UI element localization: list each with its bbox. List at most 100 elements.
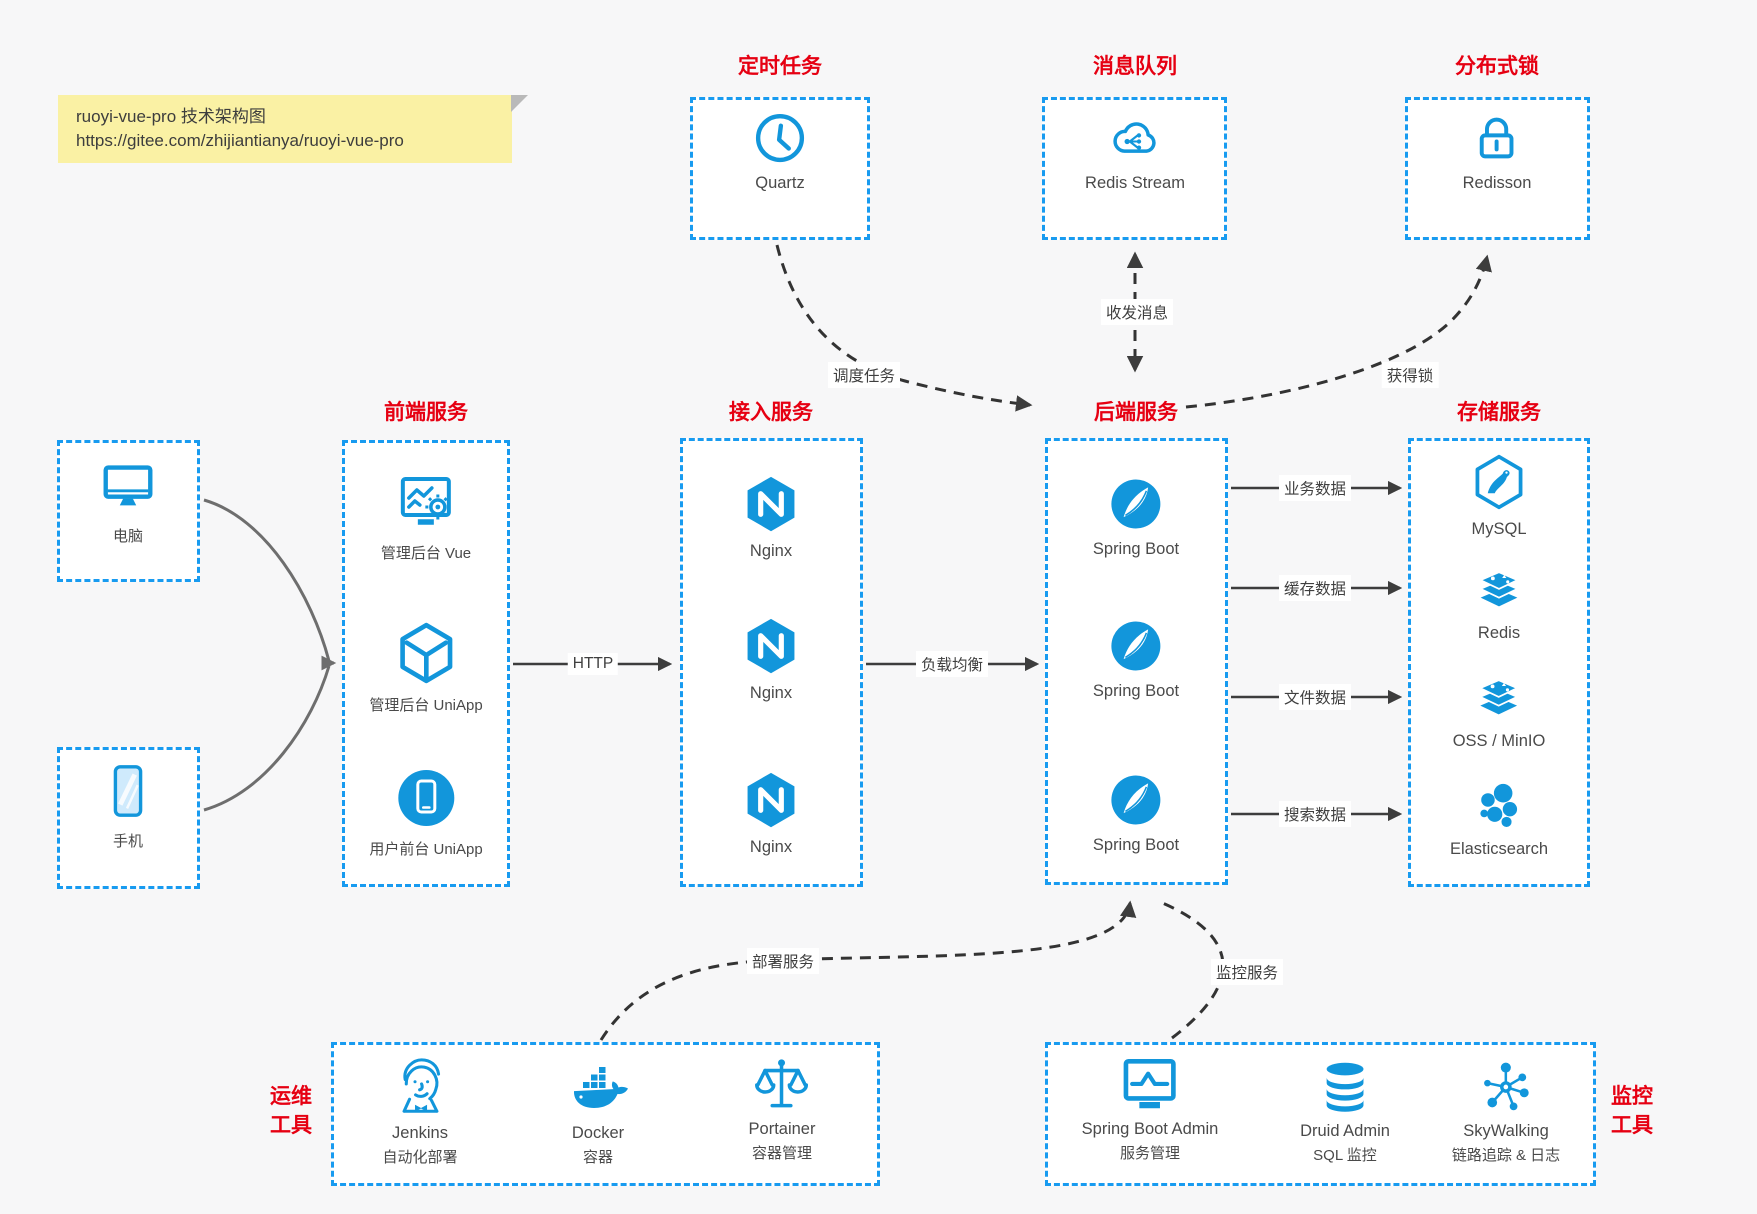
nginx-icon [741, 770, 801, 830]
admin-screen-gear-icon [394, 470, 458, 534]
node-label: Spring Boot [1092, 540, 1180, 558]
node-label: SkyWalking [1463, 1122, 1549, 1140]
title-distributed-lock: 分布式锁 [1455, 55, 1539, 78]
node-admin-uniapp: 管理后台 UniApp [369, 620, 483, 715]
node-sublabel: 容器 [582, 1149, 613, 1166]
mysql-icon [1469, 452, 1529, 512]
phone-circle-icon [394, 766, 458, 830]
node-label: Spring Boot [1092, 682, 1180, 700]
molecule-network-icon [1475, 1056, 1537, 1118]
edge-label-business-data: 业务数据 [1278, 475, 1352, 501]
edge-schedule-task [775, 244, 1033, 412]
side-label-monitoring: 监控 工具 [1611, 1082, 1653, 1140]
lock-icon [1469, 110, 1525, 166]
edge-label-http: HTTP [567, 653, 619, 675]
node-oss-minio: OSS / MinIO [1452, 668, 1546, 751]
title-frontend: 前端服务 [384, 401, 468, 424]
elasticsearch-icon [1472, 778, 1526, 832]
node-redis: Redis [1471, 560, 1527, 643]
node-label: 用户前台 UniApp [369, 841, 483, 858]
node-label: Nginx [749, 684, 793, 702]
sticky-note: ruoyi-vue-pro 技术架构图 https://gitee.com/zh… [58, 95, 528, 163]
nginx-icon [741, 616, 801, 676]
node-label: Nginx [749, 542, 793, 560]
node-elasticsearch: Elasticsearch [1450, 778, 1548, 859]
docker-icon [566, 1056, 630, 1120]
node-label: Redis [1477, 624, 1521, 642]
edge-label-search-data: 搜索数据 [1278, 801, 1352, 827]
node-sublabel: 服务管理 [1119, 1145, 1181, 1162]
node-label: 管理后台 Vue [380, 545, 472, 562]
edge-label-file-data: 文件数据 [1278, 684, 1352, 710]
node-label: 手机 [112, 833, 143, 850]
node-druid-admin: Druid Admin SQL 监控 [1300, 1056, 1390, 1165]
side-label-ops: 运维 工具 [270, 1082, 312, 1140]
node-mysql: MySQL [1469, 452, 1529, 539]
node-admin-vue: 管理后台 Vue [381, 470, 471, 563]
node-spring-boot-1: Spring Boot [1093, 476, 1179, 559]
edge-label-cache-data: 缓存数据 [1278, 575, 1352, 601]
nginx-icon [741, 474, 801, 534]
node-mobile: 手机 [97, 760, 159, 851]
node-spring-boot-2: Spring Boot [1093, 618, 1179, 701]
node-label: Portainer [748, 1120, 816, 1138]
node-quartz: Quartz [752, 110, 808, 193]
node-spring-boot-admin: Spring Boot Admin 服务管理 [1082, 1052, 1218, 1163]
edge-label-schedule: 调度任务 [827, 362, 901, 388]
spring-boot-icon [1108, 618, 1164, 674]
node-pc: 电脑 [97, 455, 159, 546]
spring-boot-icon [1108, 476, 1164, 532]
node-label: Docker [571, 1124, 625, 1142]
desktop-icon [97, 455, 159, 517]
title-scheduled-task: 定时任务 [738, 55, 822, 78]
node-sublabel: 链路追踪 & 日志 [1451, 1147, 1561, 1164]
node-label: Redis Stream [1085, 174, 1185, 192]
edge-pc-to-frontend [203, 498, 331, 662]
monitor-chart-icon [1117, 1052, 1183, 1118]
node-label: OSS / MinIO [1452, 732, 1546, 750]
node-portainer: Portainer 容器管理 [748, 1052, 816, 1163]
node-sublabel: SQL 监控 [1313, 1147, 1377, 1164]
node-label: Elasticsearch [1449, 840, 1549, 858]
note-title: ruoyi-vue-pro 技术架构图 [76, 107, 266, 126]
node-nginx-3: Nginx [741, 770, 801, 857]
node-label: Jenkins [392, 1124, 448, 1142]
edge-acquire-lock [1185, 254, 1492, 409]
edge-label-message: 收发消息 [1100, 299, 1174, 325]
side-label-line2: 工具 [1611, 1114, 1653, 1137]
node-sublabel: 自动化部署 [382, 1149, 458, 1166]
title-message-queue: 消息队列 [1093, 55, 1177, 78]
node-label: Quartz [755, 174, 805, 192]
title-storage: 存储服务 [1457, 401, 1541, 424]
node-nginx-2: Nginx [741, 616, 801, 703]
title-backend: 后端服务 [1094, 401, 1178, 424]
cube-icon [393, 620, 459, 686]
note-corner-fold-icon [511, 95, 528, 112]
database-icon [1314, 1056, 1376, 1118]
cloud-mq-icon [1107, 110, 1163, 166]
node-redisson: Redisson [1462, 110, 1532, 193]
edge-label-acquire-lock: 获得锁 [1381, 362, 1439, 388]
node-label: 电脑 [112, 528, 143, 545]
edge-deploy-service [599, 900, 1137, 1041]
jenkins-icon [385, 1050, 455, 1120]
edge-label-monitor: 监控服务 [1210, 959, 1284, 985]
node-label: Druid Admin [1300, 1122, 1390, 1140]
node-jenkins: Jenkins 自动化部署 [382, 1050, 458, 1167]
group-box-scheduled-task [690, 97, 870, 240]
node-label: 管理后台 UniApp [369, 697, 483, 714]
oss-stack-icon [1471, 668, 1527, 724]
clock-icon [752, 110, 808, 166]
note-url: https://gitee.com/zhijiantianya/ruoyi-vu… [76, 131, 404, 150]
node-skywalking: SkyWalking 链路追踪 & 日志 [1452, 1056, 1560, 1165]
spring-boot-icon [1108, 772, 1164, 828]
node-docker: Docker 容器 [566, 1056, 630, 1167]
side-label-line1: 运维 [270, 1085, 312, 1108]
node-label: MySQL [1471, 520, 1527, 538]
node-label: Redisson [1462, 174, 1532, 192]
side-label-line1: 监控 [1611, 1085, 1653, 1108]
edge-label-load-balance: 负载均衡 [915, 651, 989, 677]
title-gateway: 接入服务 [729, 401, 813, 424]
redis-stack-icon [1471, 560, 1527, 616]
